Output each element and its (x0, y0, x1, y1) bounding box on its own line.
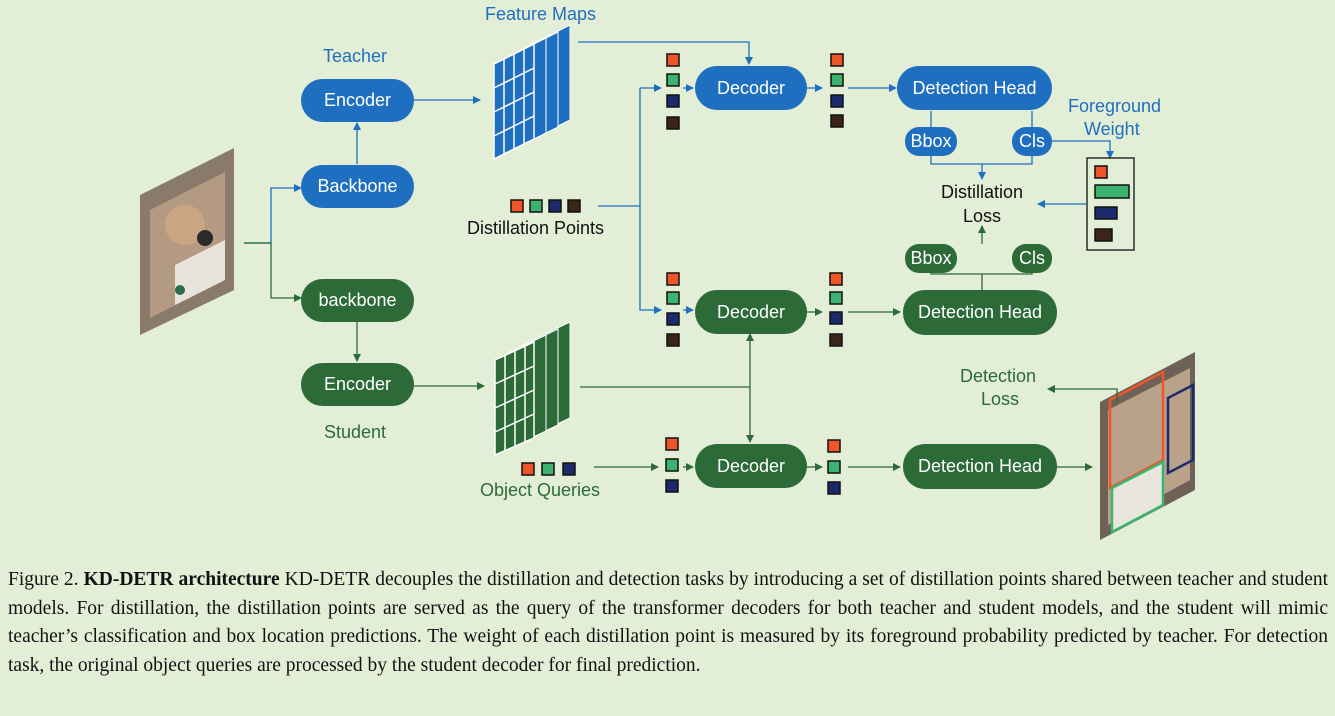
foreground-weight-label-2: Weight (1084, 119, 1140, 139)
teacher-backbone: Backbone (301, 165, 414, 208)
student-detection-head-distill: Detection Head (903, 290, 1057, 335)
student-detection-head-detect: Detection Head (903, 444, 1057, 489)
student-cls: Cls (1012, 244, 1052, 273)
caption-body: KD-DETR decouples the distillation and d… (8, 569, 1329, 676)
caption-title: KD-DETR architecture (83, 569, 280, 590)
caption-figure-number: Figure 2. (8, 569, 79, 590)
student-encoder: Encoder (301, 363, 414, 406)
teacher-label: Teacher (323, 46, 388, 66)
teacher-detection-head: Detection Head (897, 66, 1052, 110)
student-decoder-detect: Decoder (695, 444, 807, 488)
teacher-feature-maps (493, 24, 571, 161)
point-squares (510, 53, 844, 495)
student-decoder-distill: Decoder (695, 290, 807, 334)
foreground-weight-label-1: Foreground (1068, 96, 1162, 116)
teacher-decoder: Decoder (695, 66, 807, 110)
student-connectors (244, 225, 1118, 471)
student-backbone: backbone (301, 279, 414, 322)
feature-maps-label: Feature Maps (485, 4, 597, 24)
detection-loss-label-1: Detection (960, 366, 1037, 386)
teacher-bbox: Bbox (905, 127, 957, 156)
distillation-points-label: Distillation Points (467, 218, 605, 238)
distillation-loss-label-2: Loss (963, 206, 1002, 226)
detection-loss-label-2: Loss (981, 389, 1020, 409)
student-label: Student (324, 422, 387, 442)
foreground-weight-bars (1094, 165, 1130, 242)
teacher-cls: Cls (1012, 127, 1052, 156)
kd-detr-diagram (140, 24, 1195, 540)
distillation-loss-label-1: Distillation (941, 182, 1024, 202)
teacher-encoder: Encoder (301, 79, 414, 122)
input-cat-image (140, 148, 234, 335)
student-feature-maps (494, 321, 571, 457)
student-bbox: Bbox (905, 244, 957, 273)
object-queries-label: Object Queries (480, 480, 601, 500)
figure-caption: Figure 2. KD-DETR architecture KD-DETR d… (8, 566, 1328, 680)
output-cat-image (1100, 352, 1195, 540)
